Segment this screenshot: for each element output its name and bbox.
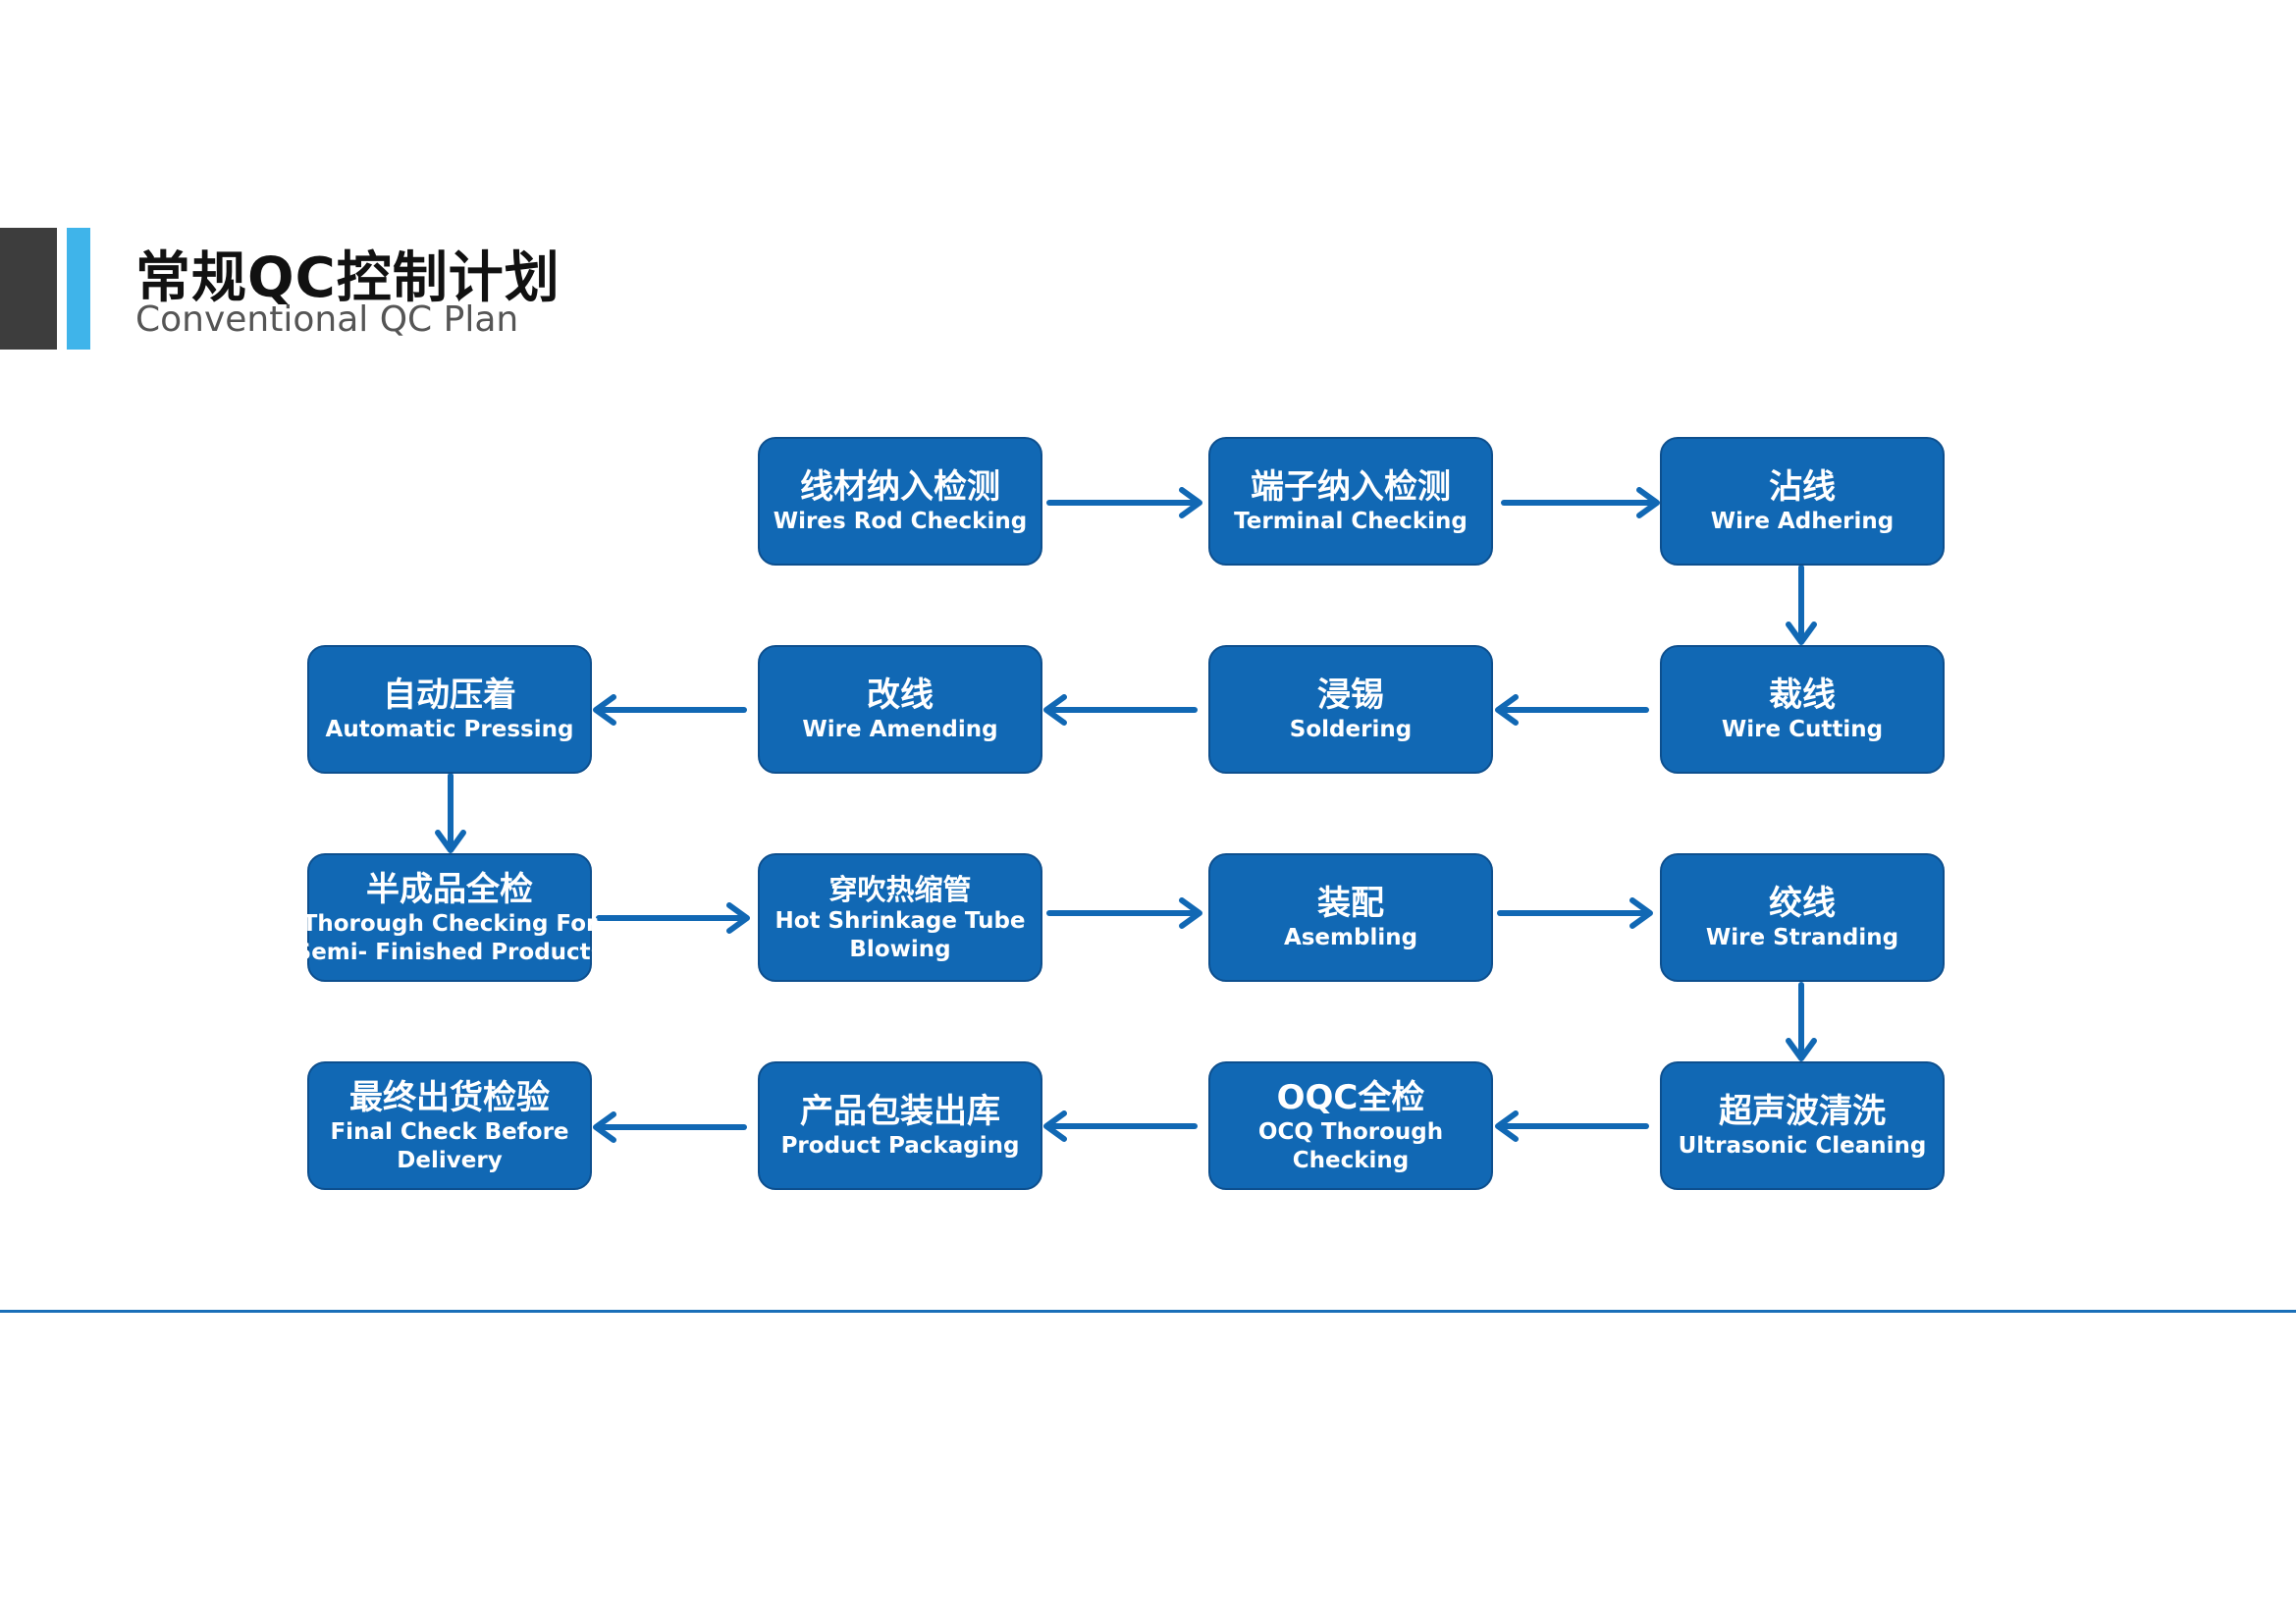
step-terminal-checking: 端子纳入检测 Terminal Checking — [1208, 437, 1493, 566]
step-label-zh: 沾线 — [1769, 467, 1836, 507]
step-label-en: Final Check Before — [330, 1118, 569, 1145]
step-label-en: Wire Adhering — [1710, 509, 1895, 534]
arrow-step12-to-step13 — [1495, 1110, 1649, 1142]
step-label-en: Automatic Pressing — [325, 717, 574, 742]
step-label-zh: OQC全检 — [1276, 1077, 1425, 1117]
step-label-en: Checking — [1292, 1147, 1410, 1173]
step-wire-cutting: 裁线 Wire Cutting — [1660, 645, 1945, 774]
step-label-en: Thorough Checking For — [301, 910, 598, 937]
arrow-step4-to-step5 — [1495, 694, 1649, 726]
step-product-packaging: 产品包装出库 Product Packaging — [758, 1061, 1042, 1190]
step-wire-adhering: 沾线 Wire Adhering — [1660, 437, 1945, 566]
step-label-zh: 改线 — [867, 676, 934, 715]
step-label-zh: 穿吹热缩管 — [828, 872, 972, 906]
step-label-en: Blowing — [849, 936, 951, 962]
step-final-check-before-delivery: 最终出货检验 Final Check Before Delivery — [307, 1061, 592, 1190]
step-label-en: Wire Stranding — [1705, 925, 1899, 950]
step-label-en: Ultrasonic Cleaning — [1678, 1133, 1927, 1159]
step-label-zh: 端子纳入检测 — [1251, 467, 1451, 507]
arrow-step13-to-step14 — [1043, 1110, 1198, 1142]
step-wires-rod-checking: 线材纳入检测 Wires Rod Checking — [758, 437, 1042, 566]
step-label-en: OCQ Thorough — [1257, 1118, 1444, 1145]
step-label-en: Wire Amending — [802, 717, 998, 742]
step-label-en: Wires Rod Checking — [773, 509, 1028, 534]
step-oqc-thorough-checking: OQC全检 OCQ Thorough Checking — [1208, 1061, 1493, 1190]
step-label-en: Asembling — [1283, 925, 1418, 950]
arrow-step6-to-step7 — [593, 694, 747, 726]
step-label-zh: 裁线 — [1769, 676, 1836, 715]
step-label-zh: 浸锡 — [1317, 676, 1384, 715]
header-accent-blue-bar — [67, 228, 90, 350]
arrow-step11-to-step12 — [1786, 982, 1817, 1061]
step-label-en: Semi- Finished Products — [294, 939, 605, 965]
step-label-en: Terminal Checking — [1234, 509, 1468, 534]
arrow-step5-to-step6 — [1043, 694, 1198, 726]
arrow-step14-to-step15 — [593, 1111, 747, 1143]
arrow-step10-to-step11 — [1497, 897, 1653, 929]
page-subtitle: Conventional QC Plan — [135, 299, 519, 340]
step-label-zh: 绞线 — [1769, 884, 1836, 923]
step-hot-shrinkage-tube-blowing: 穿吹热缩管 Hot Shrinkage Tube Blowing — [758, 853, 1042, 982]
step-asembling: 装配 Asembling — [1208, 853, 1493, 982]
step-label-zh: 超声波清洗 — [1719, 1092, 1886, 1131]
arrow-step7-to-step8 — [435, 773, 466, 853]
arrow-step2-to-step3 — [1501, 487, 1660, 518]
arrow-step8-to-step9 — [596, 902, 750, 934]
header-accent-dark-bar — [0, 228, 57, 350]
step-thorough-checking-semi-finished: 半成品全检 Thorough Checking For Semi- Finish… — [295, 853, 604, 982]
step-ultrasonic-cleaning: 超声波清洗 Ultrasonic Cleaning — [1660, 1061, 1945, 1190]
step-label-en: Hot Shrinkage Tube — [774, 907, 1026, 934]
step-wire-stranding: 绞线 Wire Stranding — [1660, 853, 1945, 982]
step-label-zh: 产品包装出库 — [800, 1092, 1000, 1131]
step-automatic-pressing: 自动压着 Automatic Pressing — [307, 645, 592, 774]
step-label-en: Delivery — [397, 1147, 503, 1173]
step-label-zh: 装配 — [1317, 884, 1384, 923]
step-label-zh: 自动压着 — [383, 676, 516, 715]
step-wire-amending: 改线 Wire Amending — [758, 645, 1042, 774]
step-soldering: 浸锡 Soldering — [1208, 645, 1493, 774]
arrow-step1-to-step2 — [1046, 487, 1202, 518]
footer-divider — [0, 1310, 2296, 1313]
arrow-step9-to-step10 — [1046, 897, 1202, 929]
step-label-en: Wire Cutting — [1721, 717, 1884, 742]
arrow-step3-to-step4 — [1786, 565, 1817, 645]
step-label-zh: 半成品全检 — [366, 869, 533, 909]
step-label-en: Soldering — [1289, 717, 1413, 742]
step-label-zh: 最终出货检验 — [349, 1077, 550, 1117]
page-title: 常规QC控制计划 — [135, 246, 561, 310]
step-label-zh: 线材纳入检测 — [800, 467, 1000, 507]
step-label-en: Product Packaging — [780, 1133, 1020, 1159]
